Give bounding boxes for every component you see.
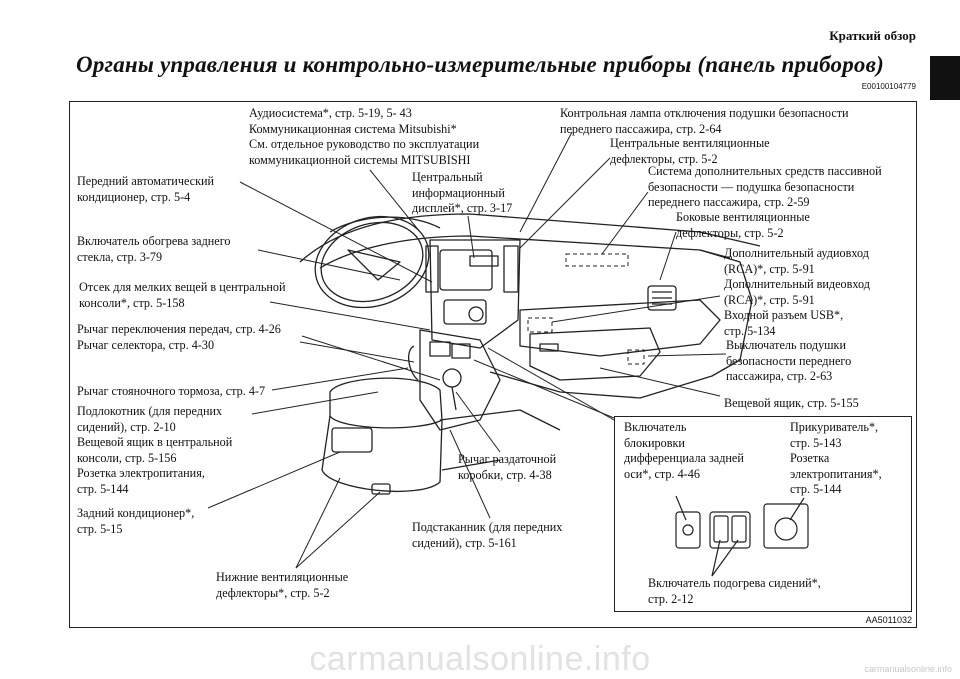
dash-upper-edge (319, 235, 731, 269)
dash-right-body (489, 249, 753, 399)
dash-right-panel (519, 299, 721, 357)
illustration-frame (69, 101, 917, 628)
side-vent-shape (647, 285, 677, 311)
watermark: carmanualsonline.info (309, 640, 651, 678)
aux-input-marker (527, 317, 553, 333)
console-front (419, 329, 501, 431)
lower-vent-shape (371, 483, 391, 495)
diff-lock-switch (675, 511, 701, 549)
image-code: AA5011032 (865, 615, 912, 625)
dash-top-line (299, 213, 761, 263)
watermark-small: carmanualsonline.info (864, 664, 952, 674)
switch-1 (429, 341, 451, 357)
section-header: Краткий обзор (829, 28, 916, 43)
center-vent-right (503, 245, 519, 293)
label-airbag-off-lamp: Контрольная лампа отключения подушки без… (560, 106, 849, 136)
console-box (321, 415, 443, 492)
label-parking-brake: Рычаг стояночного тормоза, стр. 4-7 (77, 384, 266, 398)
document-code: E00100104779 (861, 82, 916, 91)
lighter-socket-frame (763, 503, 809, 549)
label-srs-airbag: Система дополнительных средств пассивной… (648, 164, 882, 209)
lighter-socket (774, 517, 798, 541)
center-stack (429, 239, 521, 349)
glovebox-handle (539, 343, 559, 352)
airbag-switch-marker (627, 349, 645, 365)
label-seat-heater: Включатель подогрева сидений*,стр. 2-12 (648, 576, 821, 606)
ac-panel (443, 299, 487, 325)
center-display-shape (439, 249, 493, 291)
label-glovebox: Вещевой ящик, стр. 5-155 (724, 396, 859, 410)
glovebox-shape (529, 327, 661, 381)
rear-ac-outlet (331, 427, 373, 453)
label-rear-ac: Задний кондиционер*,стр. 5-15 (77, 506, 195, 536)
section-tab (930, 56, 960, 100)
switch-2 (451, 343, 471, 359)
display-window (469, 255, 499, 267)
label-aux-inputs: Дополнительный аудиовход(RCA)*, стр. 5-9… (724, 246, 870, 338)
seat-heater-switches (709, 511, 751, 549)
airbag-area-marker (565, 253, 629, 267)
page-title: Органы управления и контрольно-измерител… (76, 52, 884, 77)
inset-panel (614, 416, 912, 612)
